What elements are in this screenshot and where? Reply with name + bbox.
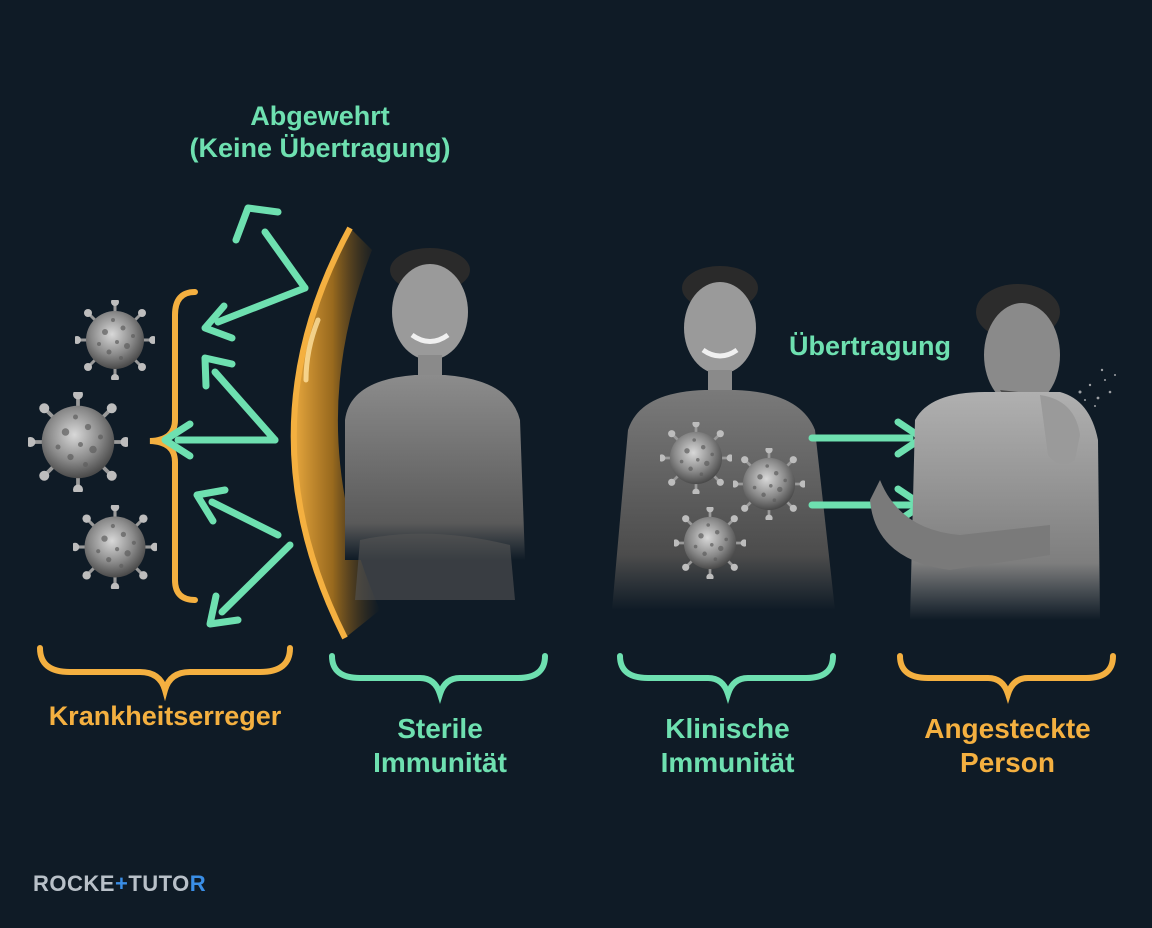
repelled-label: Abgewehrt (Keine Übertragung) bbox=[140, 100, 500, 165]
deflection-arrows bbox=[161, 204, 309, 628]
coughing-person-icon bbox=[870, 284, 1116, 620]
infected-line1: Angesteckte bbox=[924, 713, 1091, 744]
clinical-line1: Klinische bbox=[665, 713, 790, 744]
pathogens-label: Krankheitserreger bbox=[48, 701, 282, 731]
brace-icon bbox=[617, 653, 836, 705]
transmission-label: Übertragung bbox=[789, 331, 951, 361]
sterile-line2: Immunität bbox=[373, 746, 507, 778]
brace-icon bbox=[897, 653, 1116, 705]
clinical-immunity-label: Klinische Immunität bbox=[615, 712, 840, 779]
brace-icon bbox=[329, 653, 548, 705]
transmission-arrows bbox=[808, 418, 926, 525]
infected-line2: Person bbox=[960, 746, 1055, 778]
person-icon bbox=[612, 266, 835, 610]
brace-icon bbox=[37, 645, 293, 702]
brand-logo: ROCKE+TUTOR bbox=[33, 871, 207, 896]
virus-icon bbox=[75, 300, 155, 380]
virus-icon bbox=[674, 507, 746, 579]
sterile-immunity-label: Sterile Immunität bbox=[330, 712, 550, 779]
virus-icon bbox=[660, 422, 732, 494]
person-icon bbox=[345, 248, 525, 600]
repelled-line1: Abgewehrt bbox=[250, 101, 390, 131]
arrow-icon bbox=[261, 228, 309, 292]
repelled-line2: (Keine Übertragung) bbox=[189, 133, 451, 164]
infected-person-label: Angesteckte Person bbox=[895, 712, 1120, 779]
virus-icon bbox=[73, 505, 157, 589]
brace-icon bbox=[149, 289, 198, 603]
virus-icon bbox=[733, 448, 805, 520]
arrow-icon bbox=[208, 498, 282, 539]
arrow-icon bbox=[211, 368, 279, 444]
sterile-line1: Sterile bbox=[397, 713, 483, 744]
arrow-icon bbox=[218, 541, 294, 616]
clinical-line2: Immunität bbox=[660, 746, 795, 778]
virus-icon bbox=[28, 392, 128, 492]
arrow-icon bbox=[214, 284, 309, 326]
